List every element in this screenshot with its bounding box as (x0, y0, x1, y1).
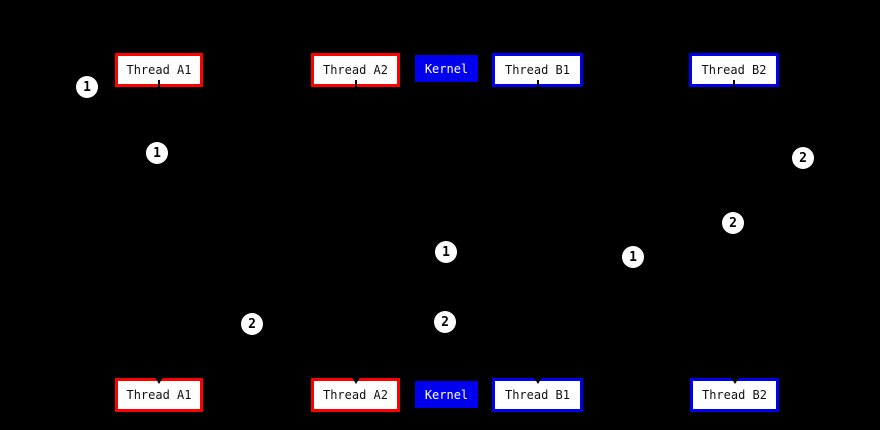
thread-node-label: Kernel (424, 61, 469, 76)
lifeline-stub (158, 80, 160, 90)
thread-node-label: Kernel (424, 387, 469, 402)
event-marker-label: 1 (83, 79, 91, 95)
kernel-bottom-node: Kernel (415, 381, 478, 408)
lifeline-stub (733, 80, 735, 90)
event-marker-label: 1 (153, 145, 161, 161)
thread-node-label: Thread A2 (322, 63, 389, 77)
thread-a1-bottom-node: Thread A1 (115, 378, 203, 412)
event-marker-2: 2 (792, 147, 814, 169)
event-marker-2: 2 (434, 311, 456, 333)
event-marker-label: 2 (799, 150, 807, 166)
lifeline-arrowhead-icon (729, 376, 740, 384)
thread-b1-top-node: Thread B1 (492, 53, 583, 87)
lifeline-stub (354, 80, 357, 90)
lifeline-arrowhead-icon (350, 376, 361, 384)
thread-a2-top-node: Thread A2 (311, 53, 400, 87)
thread-node-label: Thread B1 (504, 388, 571, 402)
thread-node-label: Thread B2 (701, 63, 767, 77)
event-marker-label: 2 (441, 314, 449, 330)
event-marker-1: 1 (76, 76, 98, 98)
event-marker-2: 2 (722, 212, 744, 234)
event-marker-1: 1 (622, 246, 644, 268)
thread-node-label: Thread A1 (126, 63, 192, 77)
thread-node-label: Thread A2 (322, 388, 389, 402)
event-marker-1: 1 (146, 142, 168, 164)
thread-node-label: Thread B2 (701, 388, 768, 402)
lifeline-arrowhead-icon (154, 376, 164, 384)
event-marker-1: 1 (435, 241, 457, 263)
event-marker-label: 1 (629, 249, 637, 265)
thread-node-label: Thread A1 (126, 388, 192, 402)
thread-node-label: Thread B1 (504, 63, 571, 77)
event-marker-label: 2 (729, 215, 737, 231)
event-marker-2: 2 (241, 313, 263, 335)
lifeline-arrowhead-icon (532, 376, 543, 384)
event-marker-label: 1 (442, 244, 450, 260)
kernel-top-node: Kernel (415, 55, 478, 82)
lifeline-stub (536, 80, 539, 90)
event-marker-label: 2 (248, 316, 256, 332)
